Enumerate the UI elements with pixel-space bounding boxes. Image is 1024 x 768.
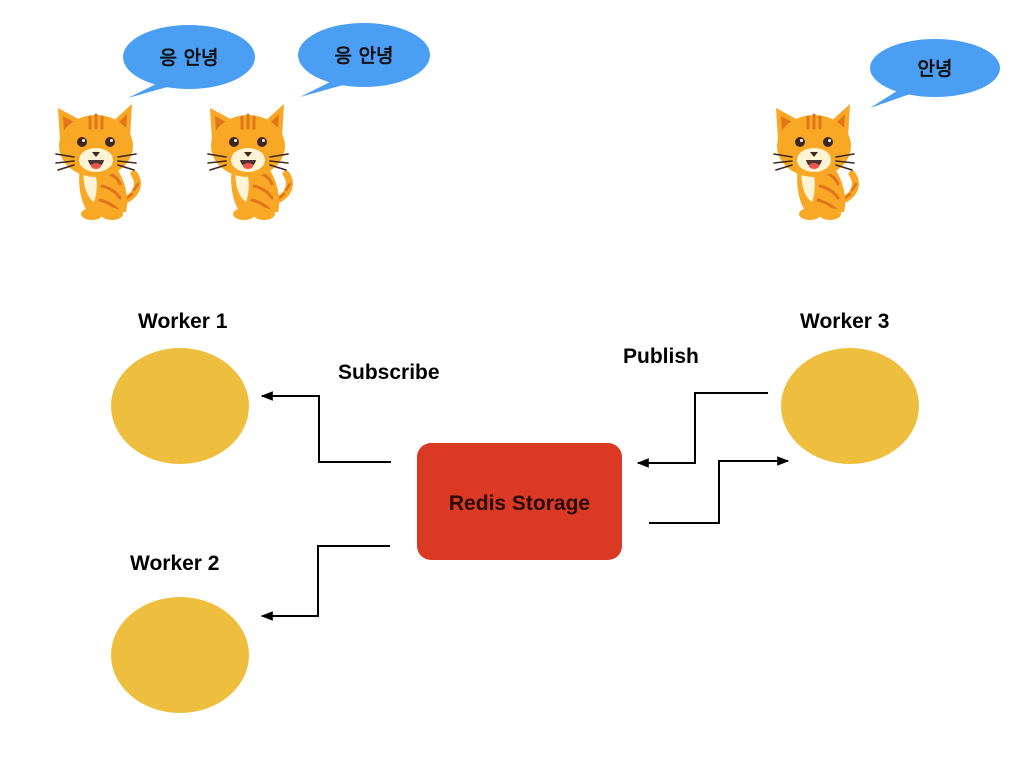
speech-text-worker1: 응 안녕 xyxy=(159,47,218,69)
worker2-node xyxy=(111,597,249,713)
publish-label: Publish xyxy=(623,345,699,368)
cat-icon-worker3 xyxy=(774,104,856,220)
worker3-node xyxy=(781,348,919,464)
worker3-label: Worker 3 xyxy=(800,310,890,333)
speech-bubble-worker3: 안녕 xyxy=(870,39,1000,108)
publish-arrow-to-redis xyxy=(636,392,768,468)
subscribe-arrow-worker2 xyxy=(260,545,390,621)
redis-arrow-to-worker3 xyxy=(649,456,790,524)
redis-storage-label: Redis Storage xyxy=(449,492,590,515)
speech-text-worker2: 응 안녕 xyxy=(334,45,393,67)
redis-storage-node: Redis Storage xyxy=(417,443,622,560)
subscribe-arrow-worker1 xyxy=(260,391,391,463)
speech-text-worker3: 안녕 xyxy=(918,58,953,80)
worker1-label: Worker 1 xyxy=(138,310,228,333)
cat-icon-worker2 xyxy=(208,104,290,220)
speech-bubble-worker1: 응 안녕 xyxy=(123,25,255,98)
speech-bubble-worker2: 응 안녕 xyxy=(298,23,430,97)
cat-icon-worker1 xyxy=(56,104,138,220)
subscribe-label: Subscribe xyxy=(338,361,440,384)
worker2-label: Worker 2 xyxy=(130,552,220,575)
worker1-node xyxy=(111,348,249,464)
